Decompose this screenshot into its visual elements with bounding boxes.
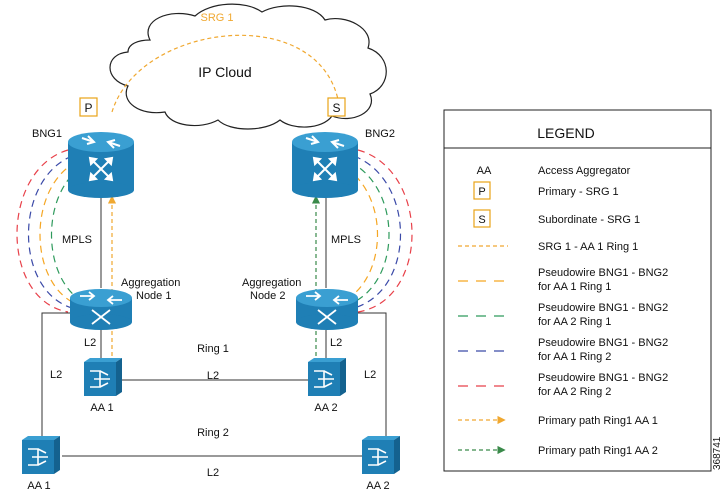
aa1-ring1-device[interactable] xyxy=(84,358,122,396)
legend-symbol-aa: AA xyxy=(477,165,492,177)
node-labels: BNG1 BNG2 Aggregation Node 1 Aggregation… xyxy=(27,128,395,492)
legend-text-1: Primary - SRG 1 xyxy=(538,186,619,198)
srg-link xyxy=(111,34,341,113)
l2-agg2-label: L2 xyxy=(330,337,342,349)
primary-badge: P xyxy=(79,97,98,117)
legend-symbol-s: S xyxy=(473,209,491,228)
legend-text-3: SRG 1 - AA 1 Ring 1 xyxy=(538,241,638,253)
l2-agg1-label: L2 xyxy=(84,337,96,349)
legend-text-6a: Pseudowire BNG1 - BNG2 xyxy=(538,337,668,349)
cloud-label: IP Cloud xyxy=(198,64,251,80)
aa2-ring1-label: AA 2 xyxy=(314,402,337,414)
aa1-ring2-device[interactable] xyxy=(22,436,60,474)
legend-text-7a: Pseudowire BNG1 - BNG2 xyxy=(538,372,668,384)
bng2-label: BNG2 xyxy=(365,128,395,140)
aggregation-node-1[interactable] xyxy=(70,289,132,330)
srg-label: SRG 1 xyxy=(200,12,233,24)
legend-text-8: Primary path Ring1 AA 1 xyxy=(538,415,658,427)
switch-arrows-icon xyxy=(306,291,348,325)
subordinate-badge: S xyxy=(327,97,346,117)
ring2-label: Ring 2 xyxy=(197,427,229,439)
switch-arrows-icon xyxy=(80,291,122,325)
l2-right-label: L2 xyxy=(364,369,376,381)
aa-device-icon xyxy=(314,370,334,388)
l2-ring2-label: L2 xyxy=(207,467,219,479)
router-arrows-icon xyxy=(81,135,121,182)
aa2-ring2-device[interactable] xyxy=(362,436,400,474)
legend: LEGEND AA P S Access Aggregator Primary … xyxy=(443,109,712,472)
links xyxy=(41,190,387,457)
link-labels: MPLS MPLS L2 L2 L2 L2 L2 L2 Ring 1 Ring … xyxy=(50,234,376,479)
l2-left-label: L2 xyxy=(50,369,62,381)
legend-text-5a: Pseudowire BNG1 - BNG2 xyxy=(538,302,668,314)
legend-text-2: Subordinate - SRG 1 xyxy=(538,214,640,226)
ring1-label: Ring 1 xyxy=(197,343,229,355)
aa-device-icon xyxy=(28,448,48,466)
bng1-label: BNG1 xyxy=(32,128,62,140)
agg1-label-line1: Aggregation xyxy=(121,277,180,289)
aa2-ring2-label: AA 2 xyxy=(366,480,389,492)
legend-text-7b: for AA 2 Ring 2 xyxy=(538,386,611,398)
agg2-label-line1: Aggregation xyxy=(242,277,301,289)
figure-id: 368741 xyxy=(712,436,723,470)
l2-ring1-label: L2 xyxy=(207,370,219,382)
aa1-ring2-label: AA 1 xyxy=(27,480,50,492)
legend-text-9: Primary path Ring1 AA 2 xyxy=(538,445,658,457)
svg-text:S: S xyxy=(332,101,340,115)
mpls-right-label: MPLS xyxy=(331,234,361,246)
legend-title: LEGEND xyxy=(537,125,595,141)
agg1-label-line2: Node 1 xyxy=(136,290,171,302)
legend-text-6b: for AA 1 Ring 2 xyxy=(538,351,611,363)
bng1-router[interactable] xyxy=(68,132,134,198)
aa-device-icon xyxy=(368,448,388,466)
bng2-router[interactable] xyxy=(292,132,358,198)
agg2-label-line2: Node 2 xyxy=(250,290,285,302)
legend-text-4b: for AA 1 Ring 1 xyxy=(538,281,611,293)
mpls-left-label: MPLS xyxy=(62,234,92,246)
legend-text-0: Access Aggregator xyxy=(538,165,631,177)
svg-text:P: P xyxy=(84,101,92,115)
router-arrows-icon xyxy=(305,135,345,182)
svg-text:S: S xyxy=(478,214,485,226)
legend-text-5b: for AA 2 Ring 1 xyxy=(538,316,611,328)
aa-device-icon xyxy=(90,370,110,388)
legend-symbol-p: P xyxy=(473,181,491,200)
svg-text:P: P xyxy=(478,186,485,198)
aa2-ring1-device[interactable] xyxy=(308,358,346,396)
aggregation-node-2[interactable] xyxy=(296,289,358,330)
legend-text-4a: Pseudowire BNG1 - BNG2 xyxy=(538,267,668,279)
aa1-ring1-label: AA 1 xyxy=(90,402,113,414)
pseudowires-right xyxy=(345,149,413,313)
